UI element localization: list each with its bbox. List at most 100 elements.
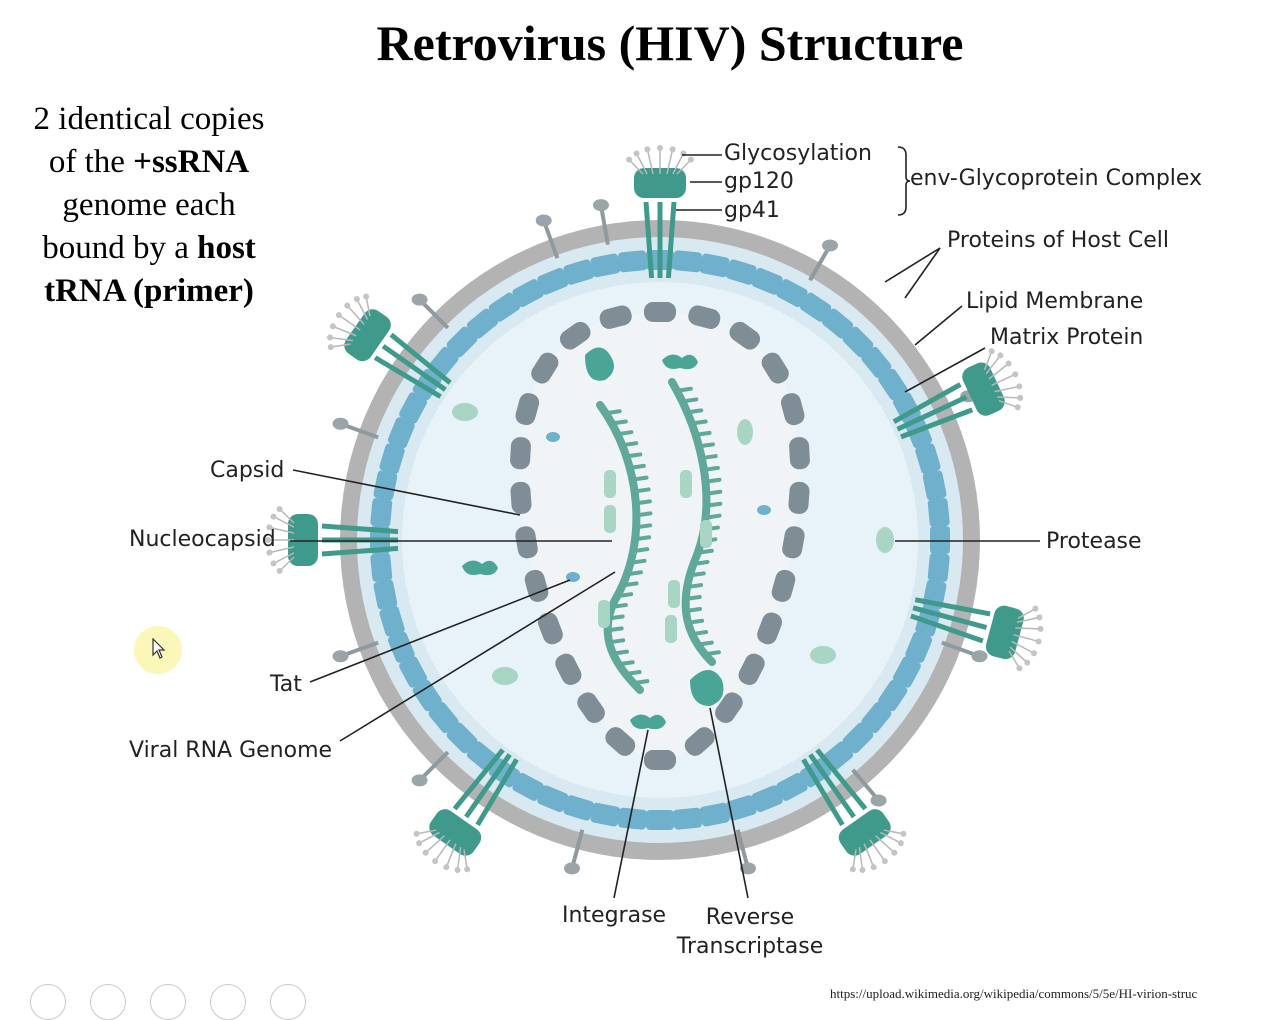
glycan-chain (1013, 634, 1039, 643)
capsid-segment (729, 321, 761, 350)
rna-base-tick (699, 454, 718, 461)
host-protein-stalk (735, 829, 750, 869)
matrix-protein (537, 785, 569, 813)
slides-menu-button[interactable] (270, 984, 306, 1020)
capsid-segment (738, 653, 765, 685)
glycan-chain (269, 546, 295, 554)
rna-base-tick (683, 594, 702, 601)
rna-base-tick (620, 581, 639, 588)
capsid-segment (510, 437, 531, 470)
gp41-stem (321, 545, 399, 557)
glycan-chain (1011, 640, 1035, 654)
glycan-bead (669, 146, 676, 153)
cursor-highlight (134, 626, 182, 674)
rna-base-tick (605, 626, 624, 633)
gp120-head (344, 309, 391, 362)
host-protein-head (535, 214, 552, 227)
matrix-protein (892, 656, 921, 688)
label-matrix-protein: Matrix Protein (990, 325, 1144, 350)
matrix-protein (922, 470, 947, 501)
nucleocapsid-proteins (598, 470, 712, 643)
rna-base-tick (687, 571, 706, 578)
matrix-protein (387, 631, 415, 663)
matrix-protein (537, 267, 569, 295)
matrix-protein (878, 368, 908, 401)
capsid-segment (515, 393, 540, 426)
label-glycosylation: Glycosylation (724, 141, 872, 166)
rna-base-tick (607, 638, 626, 645)
env-glycoprotein-spikes (265, 145, 1044, 874)
rna-base-tick (701, 465, 720, 472)
host-protein-head (739, 862, 756, 875)
rna-base-tick (620, 441, 639, 448)
glycan-bead (626, 156, 633, 163)
env-spike (801, 748, 907, 874)
matrix-protein (861, 346, 892, 378)
protease-proteins (452, 403, 894, 685)
glycan-bead (326, 334, 333, 341)
host-protein-head (971, 650, 988, 663)
glycan-bead (1036, 614, 1043, 621)
glycan-chain (880, 831, 902, 844)
glycan-bead (881, 858, 888, 865)
glycan-chain (869, 839, 886, 862)
highlighter-tool-button[interactable] (150, 984, 186, 1020)
matrix-protein (466, 308, 498, 339)
matrix-protein-ring (370, 250, 950, 830)
gp120-head (634, 168, 686, 198)
matrix-protein (927, 552, 950, 582)
glycan-bead (988, 348, 995, 355)
capsid-segment (761, 352, 789, 384)
env-spike (626, 145, 694, 279)
rna-base-tick (633, 499, 652, 506)
rna-base-tick (603, 409, 622, 416)
rna-base-tick (680, 397, 699, 404)
glycan-chain (434, 839, 451, 862)
glycan-bead (327, 344, 334, 351)
pen-tool-button[interactable] (90, 984, 126, 1020)
matrix-protein (915, 443, 941, 475)
env-spike (892, 348, 1024, 440)
glycan-bead (344, 302, 351, 309)
glycan-chain (635, 153, 648, 175)
matrix-protein (488, 758, 521, 788)
gp41-stem (643, 201, 655, 279)
gp41-stem (321, 523, 399, 535)
glycan-chain (416, 829, 437, 835)
label-reverse: Reverse (705, 905, 795, 930)
matrix-protein (799, 292, 832, 322)
capsid-segment (605, 727, 636, 756)
page-title: Retrovirus (HIV) Structure (376, 15, 964, 71)
matrix-protein (488, 292, 521, 322)
glycan-bead (1016, 383, 1023, 390)
glycan-chain (338, 314, 361, 331)
gp41-stem (665, 201, 677, 279)
rna-base-tick (690, 630, 709, 637)
glycan-chain (1017, 607, 1036, 619)
rna-base-tick (695, 640, 714, 647)
rna-base-tick (703, 477, 722, 484)
matrix-protein (878, 679, 908, 712)
rna-base-tick (632, 487, 651, 494)
matrix-protein (725, 795, 757, 821)
glycan-bead (687, 156, 694, 163)
glycan-chain (666, 149, 674, 175)
rna-base-tick (683, 606, 702, 613)
rna-base-tick (631, 547, 650, 554)
glycan-bead (1005, 360, 1012, 367)
enzyme-proteins (462, 347, 724, 730)
rna-base-tick (633, 535, 652, 542)
host-protein-head (870, 794, 887, 807)
matrix-protein (725, 259, 757, 285)
capsid-segment (555, 653, 582, 685)
env-spike (265, 506, 399, 574)
rna-base-tick (703, 513, 722, 520)
glycan-bead (644, 146, 651, 153)
matrix-protein (373, 579, 398, 610)
glycan-bead (276, 506, 283, 513)
zoom-button[interactable] (210, 984, 246, 1020)
glycan-chain (994, 385, 1020, 393)
rna-base-tick (634, 523, 653, 530)
glycan-bead (276, 567, 283, 574)
previous-slide-button[interactable] (30, 984, 66, 1020)
